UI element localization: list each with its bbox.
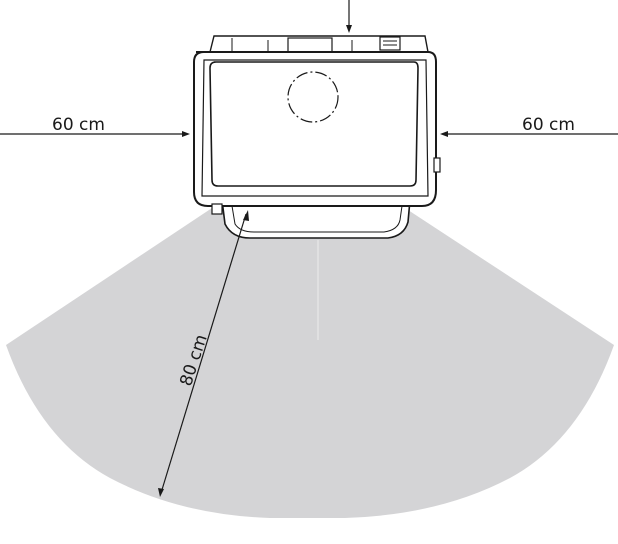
rear-vent <box>287 37 333 53</box>
hot-plate-outline <box>287 71 339 123</box>
rear-arrow <box>346 0 352 33</box>
stove-base-drawer <box>221 199 411 239</box>
stove-base-drawer-inner <box>231 205 403 233</box>
stove-top-plate <box>209 61 419 187</box>
front-leg <box>211 203 223 215</box>
front-clearance-zone <box>6 208 614 518</box>
right-dimension-arrow <box>440 131 618 137</box>
stove-body-bevel <box>201 59 429 197</box>
rear-connector <box>379 36 401 51</box>
right-clearance-label: 60 cm <box>522 115 575 135</box>
side-knob <box>433 157 441 173</box>
left-dimension-arrow <box>0 131 190 137</box>
stove <box>193 35 441 239</box>
left-clearance-label: 60 cm <box>52 115 105 135</box>
front-dimension-arrow <box>158 210 249 497</box>
